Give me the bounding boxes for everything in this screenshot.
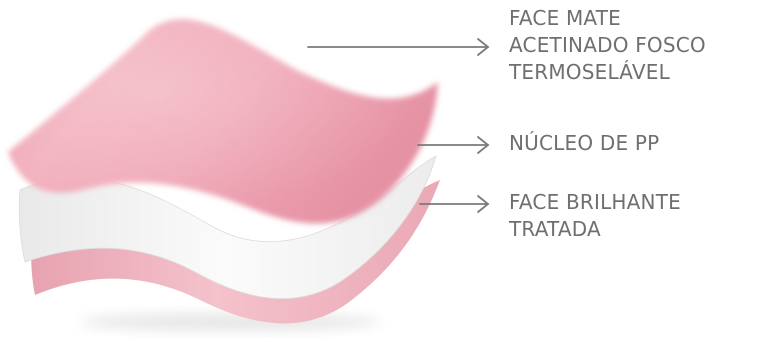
label-core-line-1: NÚCLEO DE PP xyxy=(509,131,660,155)
arrow-bottom-layer xyxy=(419,195,490,213)
layer-core-sheet xyxy=(18,155,437,299)
label-top-line-2: ACETINADO FOSCO xyxy=(509,33,706,57)
label-top-line-3: TERMOSELÁVEL xyxy=(509,60,670,84)
layer-top-sheet xyxy=(8,19,438,224)
label-top-layer: FACE MATE ACETINADO FOSCO TERMOSELÁVEL xyxy=(509,5,706,86)
label-top-line-1: FACE MATE xyxy=(509,6,621,30)
arrow-top-layer xyxy=(307,38,490,56)
label-bottom-line-2: TRATADA xyxy=(509,217,601,241)
label-bottom-layer: FACE BRILHANTE TRATADA xyxy=(509,189,681,243)
label-core-layer: NÚCLEO DE PP xyxy=(509,130,659,157)
label-bottom-line-1: FACE BRILHANTE xyxy=(509,190,681,214)
ground-shadow xyxy=(80,313,380,331)
arrow-core-layer xyxy=(417,136,490,154)
